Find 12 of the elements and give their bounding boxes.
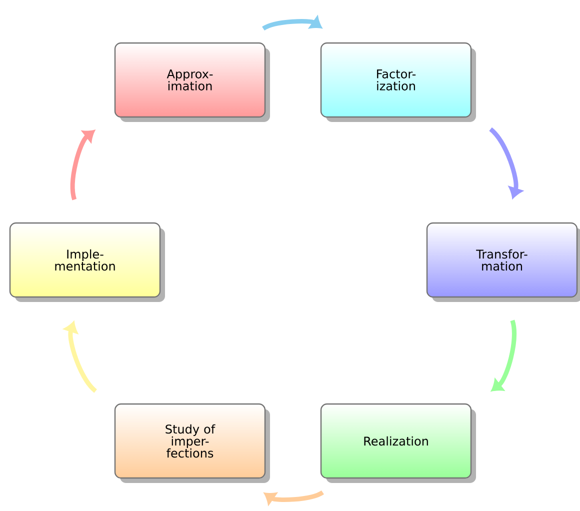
process-box: Factor- ization — [320, 42, 476, 122]
arrow — [264, 490, 324, 504]
process-box: Study of imper- fections — [114, 403, 270, 483]
arrow — [491, 320, 516, 392]
process-box: Imple- mentation — [9, 222, 165, 302]
process-box: Transfor- mation — [426, 222, 580, 302]
arrow — [489, 127, 522, 198]
arrow — [70, 130, 95, 200]
arrow — [262, 16, 322, 31]
process-box: Approx- imation — [114, 42, 270, 122]
process-box: Realization — [320, 403, 476, 483]
arrow — [64, 322, 98, 393]
